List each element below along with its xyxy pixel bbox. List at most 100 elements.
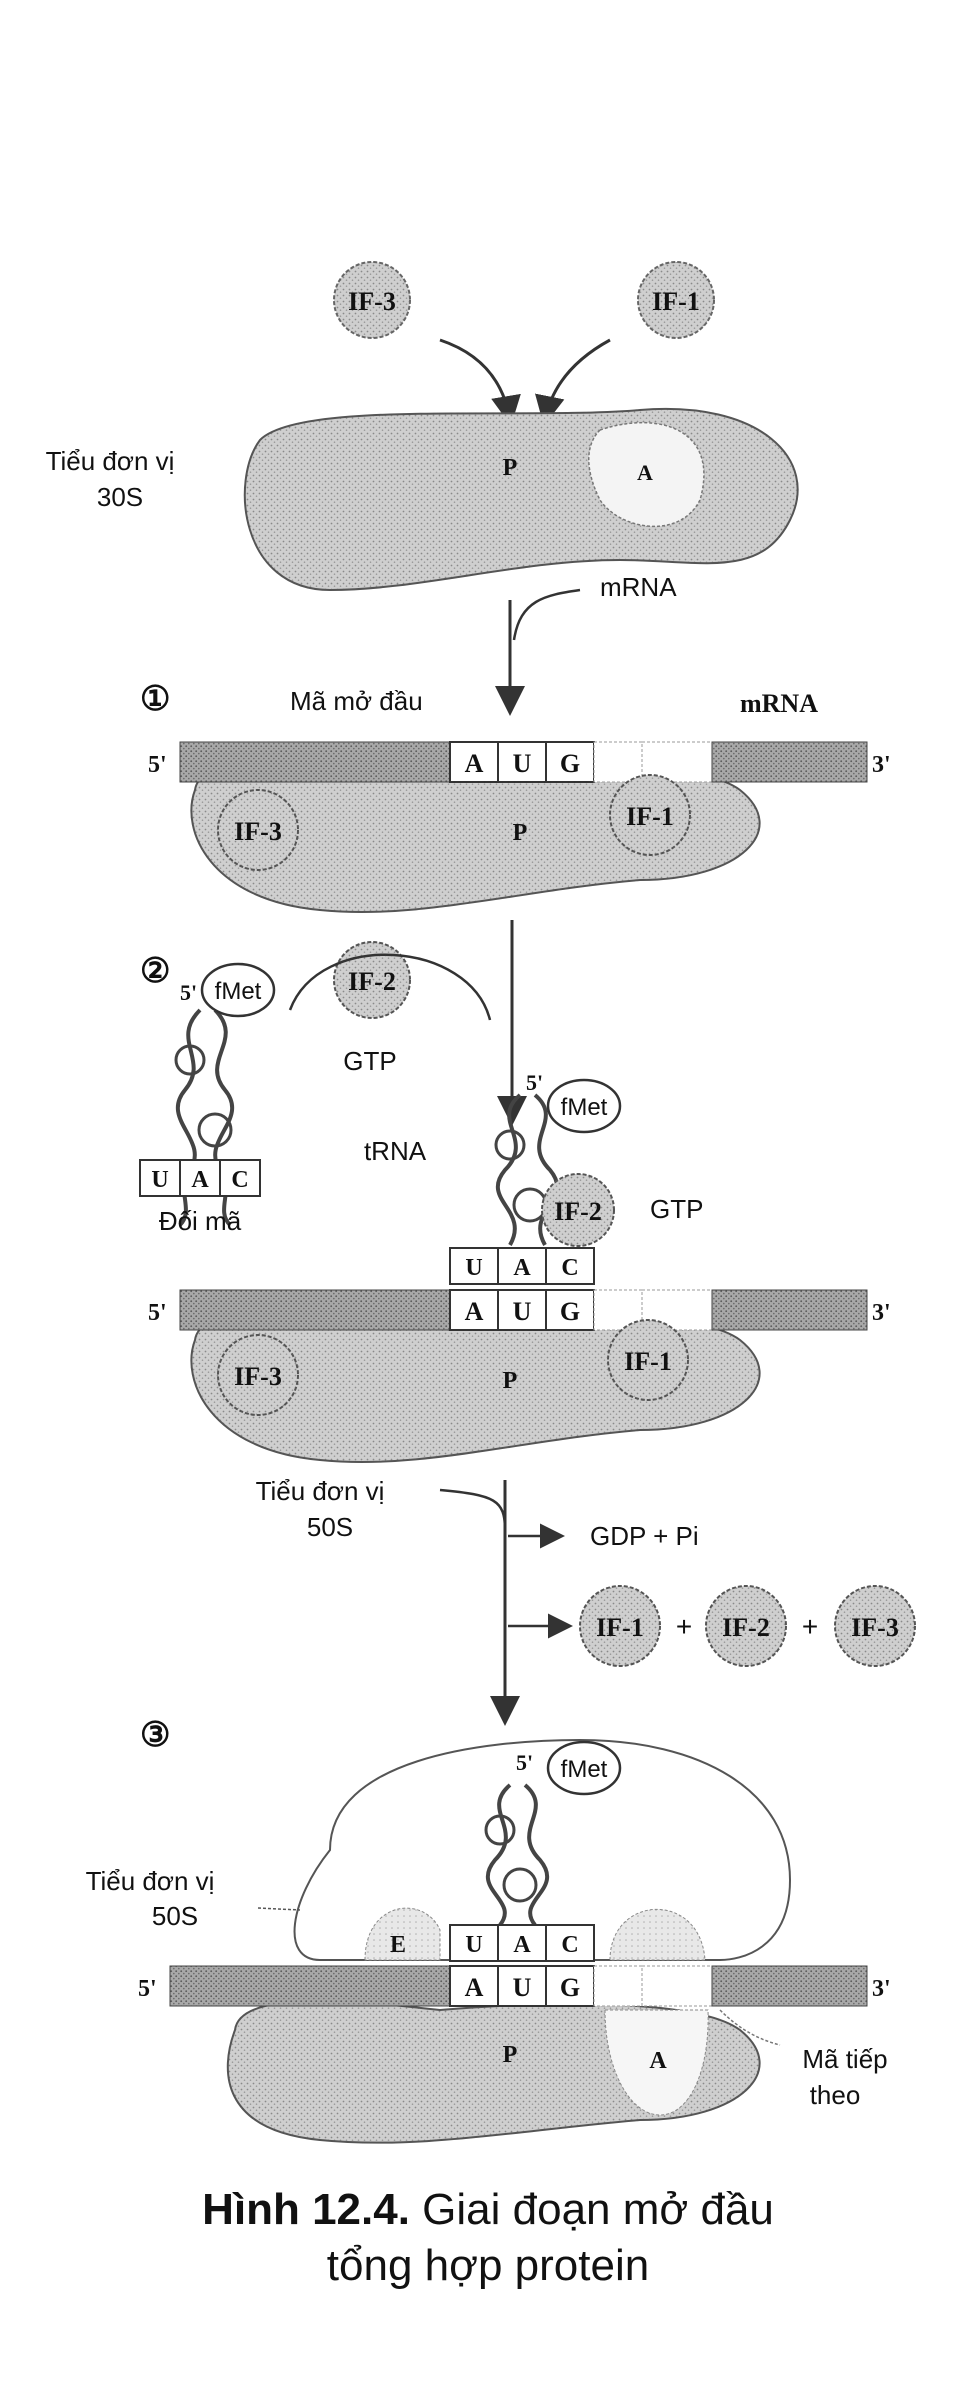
if2-factor-free: IF-2 (333, 941, 411, 1019)
trna-free: U A C (139, 1008, 261, 1227)
mrna-strand-step1: A U G (179, 741, 868, 783)
codon-u-step3: U (513, 1973, 532, 2002)
if1-label: IF-1 (652, 287, 700, 316)
five-prime-trna-step3: 5' (516, 1750, 533, 1775)
codon-g-step3: G (560, 1973, 580, 2002)
next-codon-label-line2: theo (810, 2080, 861, 2110)
arrow-mrna-join (512, 588, 581, 641)
trna-bound-step3 (484, 1783, 549, 1927)
codon-a-step3: A (465, 1973, 484, 2002)
codon-a-step1: A (465, 749, 484, 778)
a-site-upper (609, 1908, 706, 1961)
subunit-50s-step3-line2: 50S (152, 1901, 198, 1931)
if3-factor-step1: IF-3 (217, 789, 299, 871)
anticodon-u-free: U (151, 1167, 168, 1193)
step-2: ② U A C 5' fMet Đối mã IF-2 GTP tRNA (139, 941, 891, 1463)
five-prime-step3: 5' (138, 1976, 157, 2002)
five-prime-trna-bound: 5' (526, 1070, 543, 1095)
step-1: ① Mã mở đầu mRNA A U G 5' 3' IF-3 P IF-1 (140, 681, 891, 1126)
anticodon-c-free: C (231, 1167, 248, 1193)
mrna-strand-step3: A U G (169, 1965, 868, 2007)
anticodon-bound-step2: U A C (449, 1247, 595, 1285)
anticodon-u-step3: U (465, 1932, 482, 1958)
subunit-30s-label-line2: 30S (97, 482, 143, 512)
caption-line1-text: Giai đoạn mở đầu (409, 2185, 774, 2234)
if3-label: IF-3 (348, 287, 396, 316)
if1-factor-top: IF-1 (637, 261, 715, 339)
subunit-50s-label-line1: Tiểu đơn vị (256, 1476, 385, 1506)
codon-u-step1: U (513, 749, 532, 778)
three-prime-step2: 3' (872, 1300, 891, 1326)
if1-factor-step2: IF-1 (607, 1319, 689, 1401)
figure-caption: Hình 12.4. Giai đoạn mở đầu tổng hợp pro… (0, 2182, 976, 2294)
if2-label-released: IF-2 (722, 1613, 770, 1642)
codon-a-step2: A (465, 1297, 484, 1326)
trna-label: tRNA (364, 1136, 427, 1166)
caption-line-1: Hình 12.4. Giai đoạn mở đầu (0, 2182, 976, 2238)
if1-factor-released: IF-1 (579, 1585, 661, 1667)
e-site-label: E (390, 1932, 406, 1958)
codon-u-step2: U (513, 1297, 532, 1326)
gtp-label-bound: GTP (650, 1194, 703, 1224)
anticodon-a-free: A (191, 1167, 209, 1193)
mrna-strand-label: mRNA (740, 689, 818, 718)
gdp-pi-label: GDP + Pi (590, 1521, 699, 1551)
if1-label-step1: IF-1 (626, 802, 674, 831)
arc-if2-binding (288, 953, 492, 1021)
arrow-if1 (535, 338, 611, 426)
arrow-if3 (439, 338, 521, 426)
fmet-label-free: fMet (215, 978, 262, 1005)
a-site-lower (604, 2009, 709, 2116)
anticodon-label: Đối mã (159, 1206, 242, 1236)
anticodon-a-step3: A (513, 1932, 531, 1958)
if3-factor-top: IF-3 (333, 261, 411, 339)
anticodon-step3: U A C (449, 1924, 595, 1962)
p-site-label: P (503, 455, 518, 481)
three-prime-step1: 3' (872, 752, 891, 778)
three-prime-step3: 3' (872, 1976, 891, 2002)
mrna-label: mRNA (600, 572, 677, 602)
if3-factor-step2: IF-3 (217, 1334, 299, 1416)
fmet-step3: fMet (546, 1740, 622, 1796)
fmet-label-step3: fMet (561, 1756, 608, 1783)
anticodon-u-bound: U (465, 1255, 482, 1281)
five-prime-step1: 5' (148, 752, 167, 778)
fmet-label-bound: fMet (561, 1094, 608, 1121)
a-site-label: A (637, 460, 653, 485)
p-site-step2: P (503, 1368, 518, 1394)
subunit-50s-label-line2: 50S (307, 1512, 353, 1542)
codon-g-step1: G (560, 749, 580, 778)
if1-label-released: IF-1 (596, 1613, 644, 1642)
release-section: Tiểu đơn vị 50S GDP + Pi IF-1 + IF-2 + I… (256, 1476, 916, 1726)
e-site: E (364, 1907, 441, 1961)
anticodon-c-bound: C (561, 1255, 578, 1281)
if2-label-free: IF-2 (348, 967, 396, 996)
subunit-30s-top: P A (243, 407, 799, 592)
if1-label-step2: IF-1 (624, 1347, 672, 1376)
if3-label-released: IF-3 (851, 1613, 899, 1642)
step-2-number: ② (140, 953, 170, 990)
next-codon-label-line1: Mã tiếp (802, 2044, 887, 2074)
subunit-30s-label-line1: Tiểu đơn vị (46, 446, 175, 476)
arrow-50s-join (439, 1488, 507, 1531)
if3-label-step1: IF-3 (234, 817, 282, 846)
plus-sign-2: + (802, 1611, 818, 1642)
step-3: ③ Tiểu đơn vị 50S E 5' fMet U A C (86, 1717, 891, 2144)
mrna-strand-step2: A U G (179, 1289, 868, 1331)
subunit-50s-step3-line1: Tiểu đơn vị (86, 1866, 215, 1896)
leader-next-codon (719, 2009, 781, 2046)
five-prime-step2: 5' (148, 1300, 167, 1326)
if3-factor-released: IF-3 (834, 1585, 916, 1667)
anticodon-c-step3: C (561, 1932, 578, 1958)
leader-50s (257, 1907, 301, 1911)
if2-factor-bound: IF-2 (541, 1173, 615, 1247)
step-3-number: ③ (140, 1717, 170, 1754)
if1-factor-step1: IF-1 (609, 774, 691, 856)
fmet-bound-step2: fMet (546, 1078, 622, 1134)
caption-figure-number: Hình 12.4. (202, 2185, 410, 2234)
step-1-number: ① (140, 681, 170, 718)
plus-sign-1: + (676, 1611, 692, 1642)
anticodon-a-bound: A (513, 1255, 531, 1281)
a-site-step3: A (649, 2048, 667, 2074)
start-codon-label: Mã mở đầu (290, 686, 423, 716)
